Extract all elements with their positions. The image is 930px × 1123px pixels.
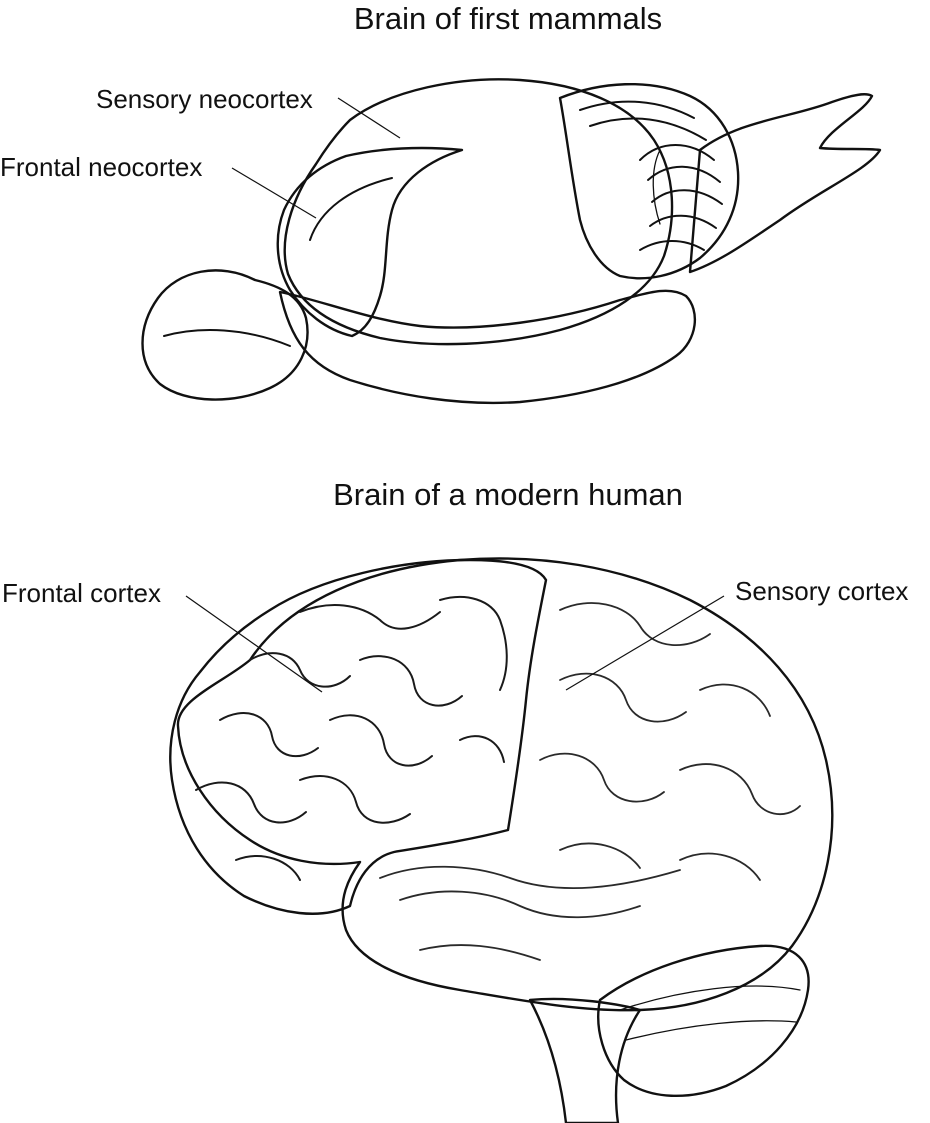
- bottom-diagram-title: Brain of a modern human: [333, 477, 683, 512]
- human-frontal-cortex: [169, 558, 548, 915]
- sensory-neocortex-label: Sensory neocortex: [96, 84, 313, 114]
- mammal-sensory-neocortex: [283, 78, 674, 346]
- frontal-cortex-leader: [185, 595, 323, 693]
- mammal-cerebellum: [558, 83, 740, 280]
- mammal-brainstem: [688, 93, 882, 274]
- sensory-cortex-leader: [565, 595, 725, 691]
- sensory-cortex-label: Sensory cortex: [735, 576, 908, 606]
- top-diagram: Brain of first mammals: [0, 1, 882, 405]
- mammal-frontal-neocortex: [276, 146, 464, 338]
- top-diagram-title: Brain of first mammals: [354, 1, 662, 36]
- mammal-olfactory-bulb: [141, 269, 309, 401]
- sensory-gyri: [379, 602, 801, 961]
- frontal-gyri: [195, 595, 508, 881]
- frontal-neocortex-leader: [231, 167, 317, 219]
- human-sensory-cortex: [176, 557, 834, 1012]
- mammal-hemisphere-seam: [309, 177, 393, 241]
- sensory-neocortex-leader: [337, 97, 401, 139]
- bottom-diagram: Brain of a modern human: [2, 477, 908, 1123]
- frontal-cortex-label: Frontal cortex: [2, 578, 161, 608]
- mammal-ventral-region: [278, 289, 697, 405]
- human-brainstem: [528, 997, 642, 1123]
- frontal-neocortex-label: Frontal neocortex: [0, 152, 202, 182]
- human-cerebellum: [597, 944, 810, 1098]
